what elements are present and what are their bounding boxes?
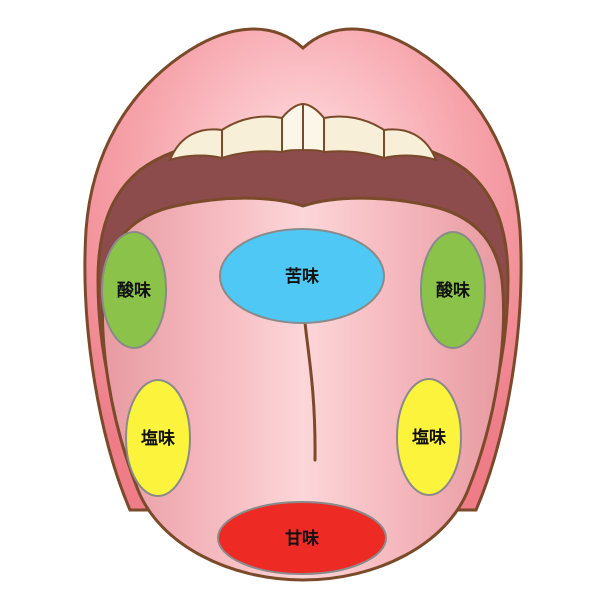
tongue	[101, 196, 505, 582]
bitter-zone-shape	[219, 228, 385, 324]
sour-zone-right: 酸味	[420, 231, 486, 349]
sweet-zone-shape	[217, 501, 387, 575]
bitter-zone-label: 苦味	[285, 266, 319, 287]
salty-zone-left-label: 塩味	[141, 428, 175, 449]
tooth-right-outer	[383, 128, 438, 162]
sour-zone-left: 酸味	[101, 231, 167, 349]
upper-teeth	[168, 102, 438, 162]
salty-zone-right-shape	[396, 378, 462, 496]
salty-zone-right: 塩味	[396, 378, 462, 496]
salty-zone-left: 塩味	[125, 379, 191, 497]
sour-zone-right-shape	[420, 231, 486, 349]
salty-zone-right-label: 塩味	[412, 427, 446, 448]
salty-zone-left-shape	[125, 379, 191, 497]
sour-zone-left-label: 酸味	[117, 280, 151, 301]
sweet-zone: 甘味	[217, 501, 387, 575]
sour-zone-right-label: 酸味	[436, 280, 470, 301]
sweet-zone-label: 甘味	[285, 528, 319, 549]
bitter-zone: 苦味	[219, 228, 385, 324]
sour-zone-left-shape	[101, 231, 167, 349]
